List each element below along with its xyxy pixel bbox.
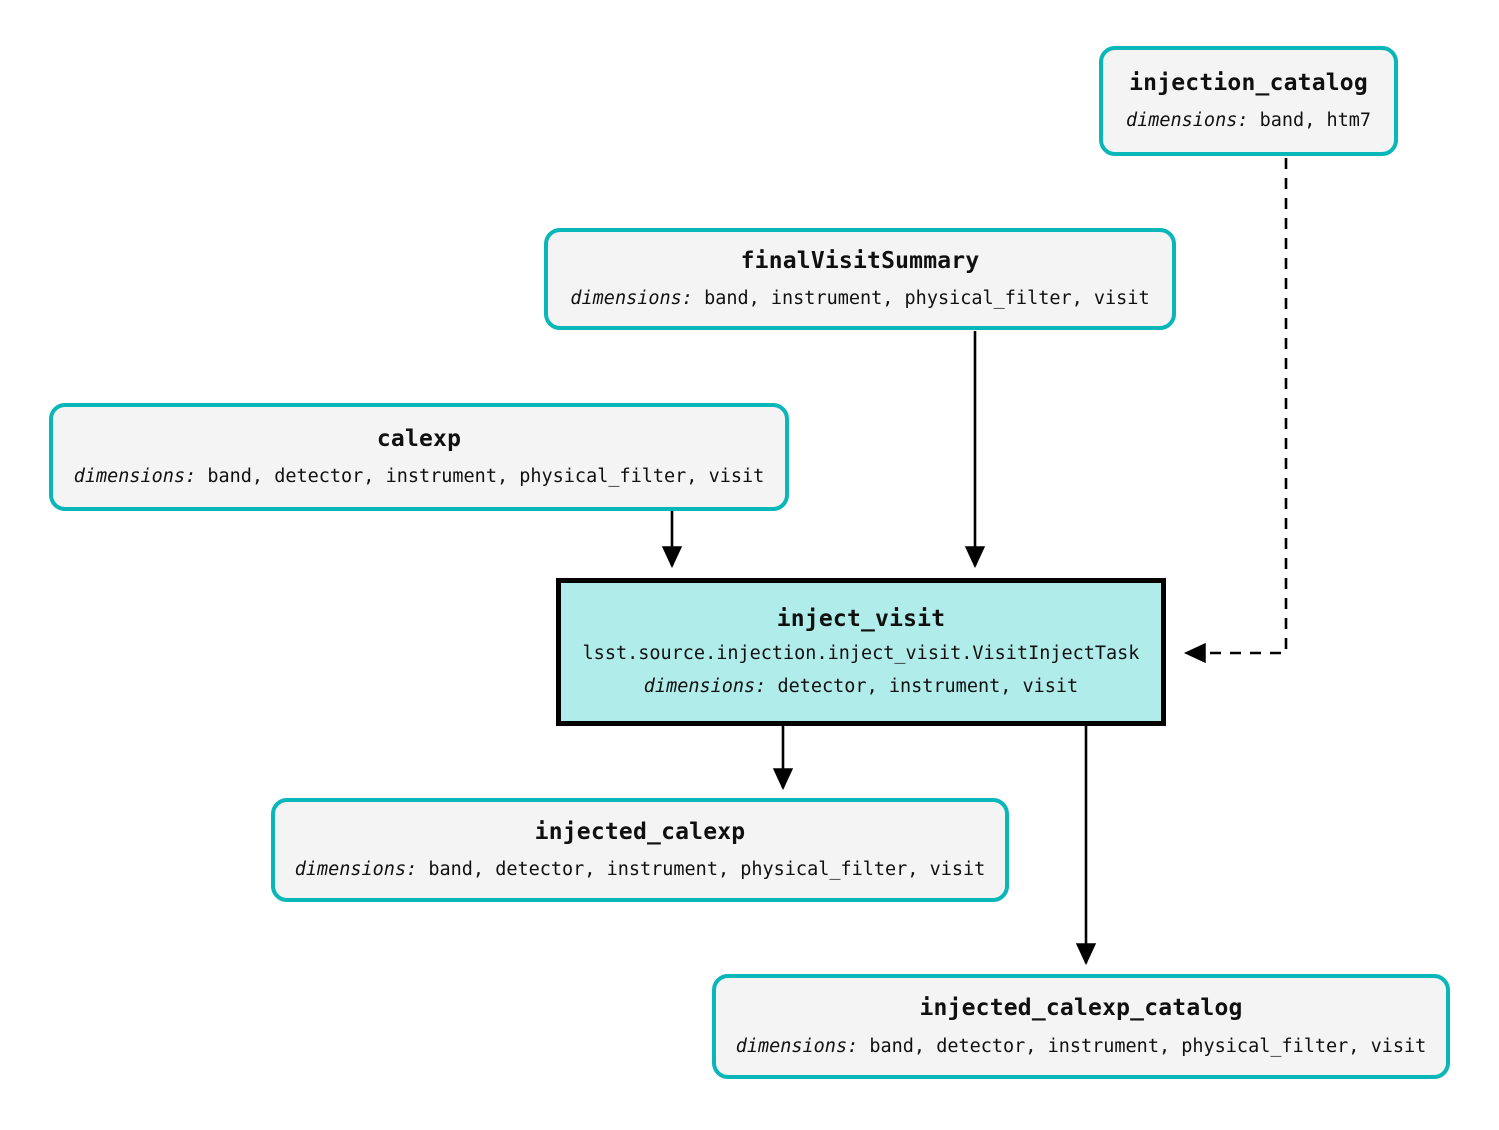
dimensions-label: dimensions: [643, 676, 767, 698]
dimensions-values: band, instrument, physical_filter, visit [704, 288, 1150, 310]
dimensions-values: band, detector, instrument, physical_fil… [428, 859, 986, 881]
dimensions-label: dimensions: [735, 1035, 859, 1057]
node-injected-calexp[interactable]: injected_calexp dimensions: band, detect… [271, 798, 1009, 902]
node-title: calexp [376, 425, 462, 452]
node-dimensions: dimensions: band, instrument, physical_f… [570, 288, 1149, 310]
node-title: injected_calexp_catalog [919, 995, 1243, 1022]
dimensions-label: dimensions: [570, 288, 693, 310]
node-injection-catalog[interactable]: injection_catalog dimensions: band, htm7 [1099, 46, 1398, 156]
node-task-class: lsst.source.injection.inject_visit.Visit… [582, 643, 1140, 665]
edge-injection-catalog-to-inject-visit [1183, 158, 1288, 664]
dimensions-label: dimensions: [73, 466, 197, 488]
node-title: injected_calexp [534, 818, 746, 845]
dimensions-label: dimensions: [1125, 110, 1249, 132]
dimensions-label: dimensions: [294, 859, 418, 881]
node-dimensions: dimensions: band, detector, instrument, … [295, 859, 986, 881]
node-dimensions: dimensions: band, detector, instrument, … [74, 466, 765, 488]
node-calexp[interactable]: calexp dimensions: band, detector, instr… [49, 403, 789, 511]
node-finalvisitsummary[interactable]: finalVisitSummary dimensions: band, inst… [544, 228, 1176, 330]
node-title: finalVisitSummary [740, 247, 980, 274]
node-dimensions: dimensions: band, htm7 [1126, 110, 1371, 132]
node-title: injection_catalog [1129, 69, 1368, 96]
dimensions-values: detector, instrument, visit [777, 676, 1079, 698]
node-dimensions: dimensions: band, detector, instrument, … [736, 1036, 1427, 1058]
dimensions-values: band, detector, instrument, physical_fil… [207, 466, 765, 488]
node-injected-calexp-catalog[interactable]: injected_calexp_catalog dimensions: band… [712, 974, 1450, 1079]
node-dimensions: dimensions: detector, instrument, visit [644, 676, 1078, 698]
dimensions-values: band, htm7 [1259, 110, 1372, 132]
dimensions-values: band, detector, instrument, physical_fil… [869, 1035, 1427, 1057]
node-title: inject_visit [776, 605, 946, 632]
node-inject-visit-task[interactable]: inject_visit lsst.source.injection.injec… [556, 578, 1166, 726]
